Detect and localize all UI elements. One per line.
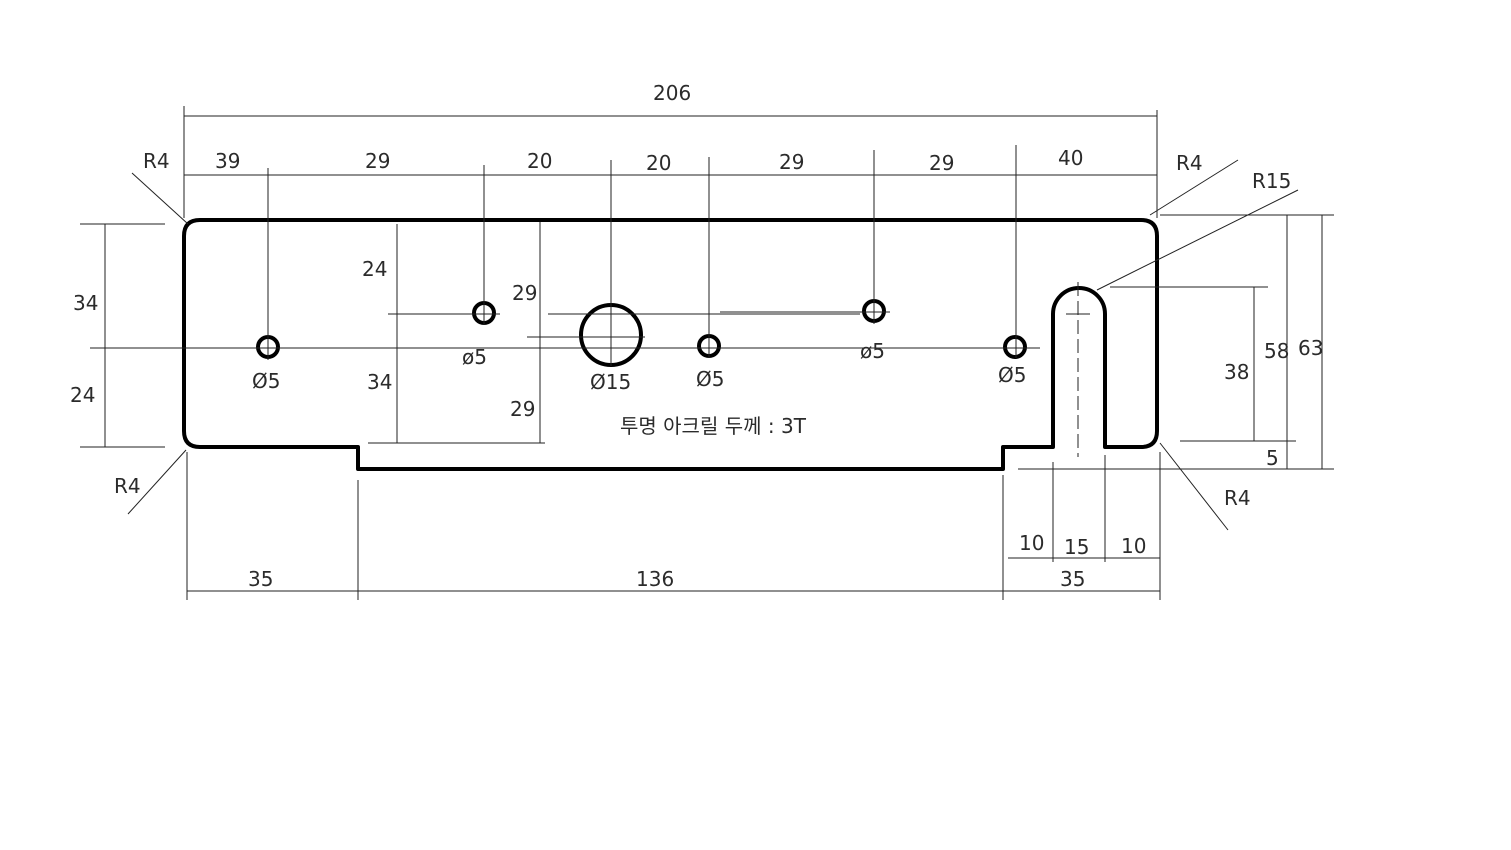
label-hole-d15: Ø15 (590, 370, 631, 394)
bottom-dimensions (186, 452, 1161, 600)
inner-dimensions (368, 222, 545, 444)
top-dimensions (183, 106, 1158, 218)
dim-inner-24: 24 (362, 257, 387, 281)
dim-left-24: 24 (70, 383, 95, 407)
radius-slot: R15 (1252, 169, 1291, 193)
dim-top-20a: 20 (527, 149, 552, 173)
dim-top-29a: 29 (365, 149, 390, 173)
dim-slot-width: 15 (1064, 535, 1089, 559)
label-hole-d5-1: Ø5 (252, 369, 280, 393)
dim-bottom-35-left: 35 (248, 567, 273, 591)
dim-206: 206 (653, 81, 691, 105)
left-dimensions (80, 223, 165, 448)
dim-top-29c: 29 (929, 151, 954, 175)
radius-top-right: R4 (1176, 151, 1203, 175)
dim-top-39: 39 (215, 149, 240, 173)
dim-bottom-136: 136 (636, 567, 674, 591)
part-outline (182, 218, 1159, 471)
label-hole-d5-2: ø5 (462, 345, 487, 369)
dim-slot-38: 38 (1224, 360, 1249, 384)
centerlines (90, 145, 1090, 457)
right-dimensions (1018, 214, 1334, 470)
material-note: 투명 아크릴 두께 : 3T (620, 414, 807, 438)
label-hole-d5-4: ø5 (860, 339, 885, 363)
dim-inner-29-upper: 29 (512, 281, 537, 305)
radius-top-left: R4 (143, 149, 170, 173)
dim-bottom-35-right: 35 (1060, 567, 1085, 591)
dim-left-34: 34 (73, 291, 98, 315)
dim-top-40: 40 (1058, 146, 1083, 170)
radius-bottom-right: R4 (1224, 486, 1251, 510)
label-hole-d5-3: Ø5 (696, 367, 724, 391)
dim-right-58: 58 (1264, 339, 1289, 363)
dim-slot-side-left: 10 (1019, 531, 1044, 555)
slot-dimensions (1008, 455, 1160, 562)
radius-bottom-left: R4 (114, 474, 141, 498)
dim-inner-34: 34 (367, 370, 392, 394)
label-hole-d5-5: Ø5 (998, 363, 1026, 387)
dim-right-63: 63 (1298, 336, 1323, 360)
dim-right-5: 5 (1266, 446, 1279, 470)
dim-inner-29-lower: 29 (510, 397, 535, 421)
dim-slot-side-right: 10 (1121, 534, 1146, 558)
dim-top-20b: 20 (646, 151, 671, 175)
radius-leaders (127, 159, 1299, 531)
hole-d5-5 (1003, 335, 1027, 359)
dim-top-29b: 29 (779, 150, 804, 174)
